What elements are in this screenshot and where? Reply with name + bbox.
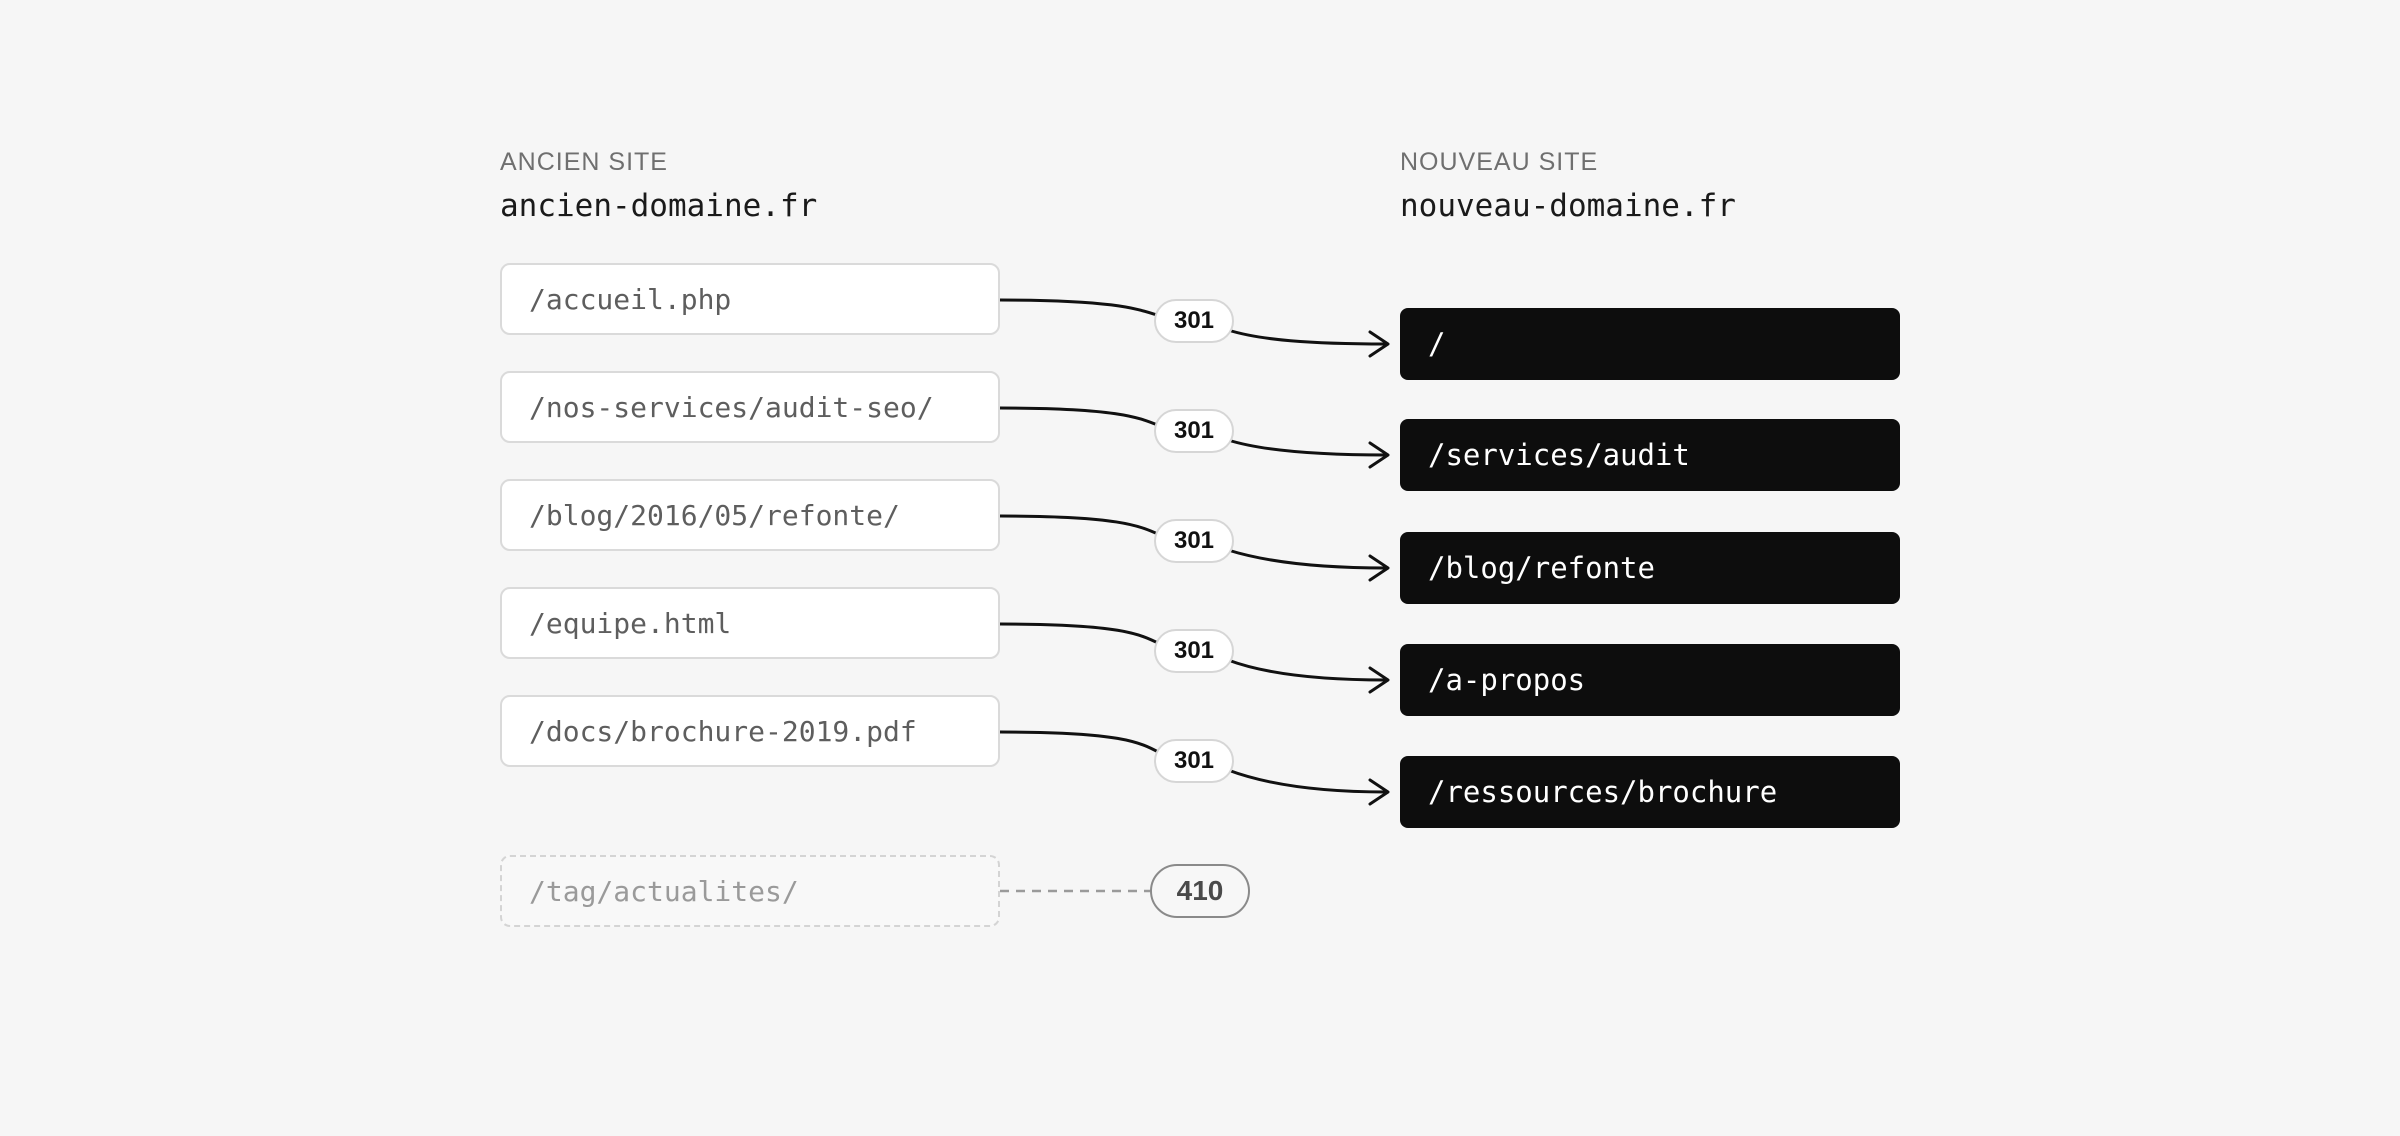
old-path-1: /accueil.php [500,263,1000,335]
old-path-2: /nos-services/audit-seo/ [500,371,1000,443]
new-path-5: /ressources/brochure [1400,756,1900,828]
status-badge-301: 301 [1154,299,1234,343]
old-site-domain: ancien-domaine.fr [500,188,818,224]
old-path-5: /docs/brochure-2019.pdf [500,695,1000,767]
status-badge-301: 301 [1154,629,1234,673]
status-badge-410: 410 [1150,864,1250,918]
status-badge-301: 301 [1154,519,1234,563]
new-path-3: /blog/refonte [1400,532,1900,604]
redirect-arrow-1 [999,298,1390,358]
old-path-3: /blog/2016/05/refonte/ [500,479,1000,551]
redirect-arrow-4 [999,622,1390,694]
old-path-removed: /tag/actualites/ [500,855,1000,927]
new-path-4: /a-propos [1400,644,1900,716]
redirect-arrow-2 [999,406,1390,469]
new-path-2: /services/audit [1400,419,1900,491]
status-badge-301: 301 [1154,409,1234,453]
new-site-label: NOUVEAU SITE [1400,148,1599,176]
new-path-1: / [1400,308,1900,380]
old-path-4: /equipe.html [500,587,1000,659]
redirect-arrow-5 [999,730,1390,806]
status-badge-301: 301 [1154,739,1234,783]
new-site-domain: nouveau-domaine.fr [1400,188,1736,224]
old-site-label: ANCIEN SITE [500,148,668,176]
redirect-arrow-3 [999,514,1390,582]
